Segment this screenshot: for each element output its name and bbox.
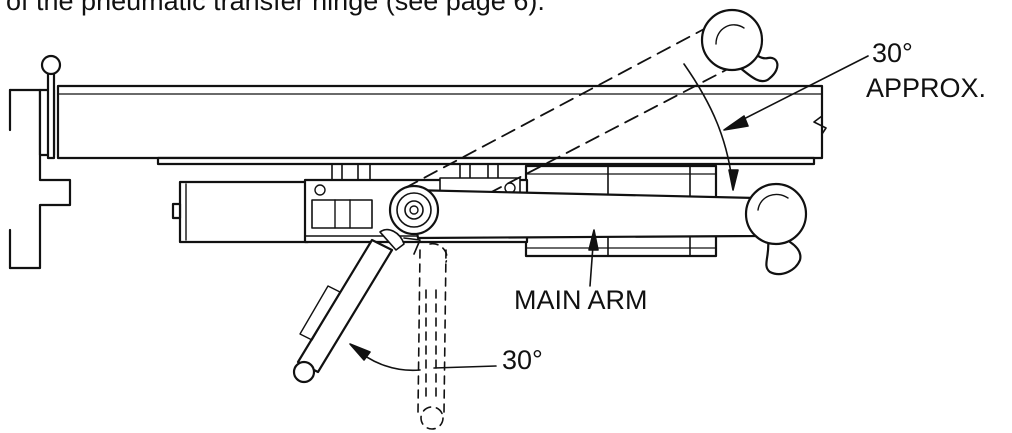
pin [40, 54, 62, 160]
wrench-dashed [417, 242, 448, 430]
main-arm [408, 182, 808, 276]
main-plate [56, 84, 827, 166]
label-main-arm: MAIN ARM [514, 285, 648, 315]
handle-knob-raised [700, 8, 779, 83]
leader-main-arm [588, 229, 599, 287]
label-angle-approx-text: APPROX. [866, 73, 987, 103]
pivot-nut [388, 184, 440, 236]
cylinder-body [171, 180, 310, 244]
caption-text: of the pneumatic transfer hinge (see pag… [6, 0, 545, 16]
wrench-solid [292, 228, 421, 384]
leader-approx [723, 55, 869, 131]
label-wrench-angle: 30° [502, 345, 543, 375]
arc-arrow-approx [683, 63, 739, 191]
arc-arrow-wrench [349, 343, 497, 372]
label-angle-approx-deg: 30° [872, 38, 913, 68]
